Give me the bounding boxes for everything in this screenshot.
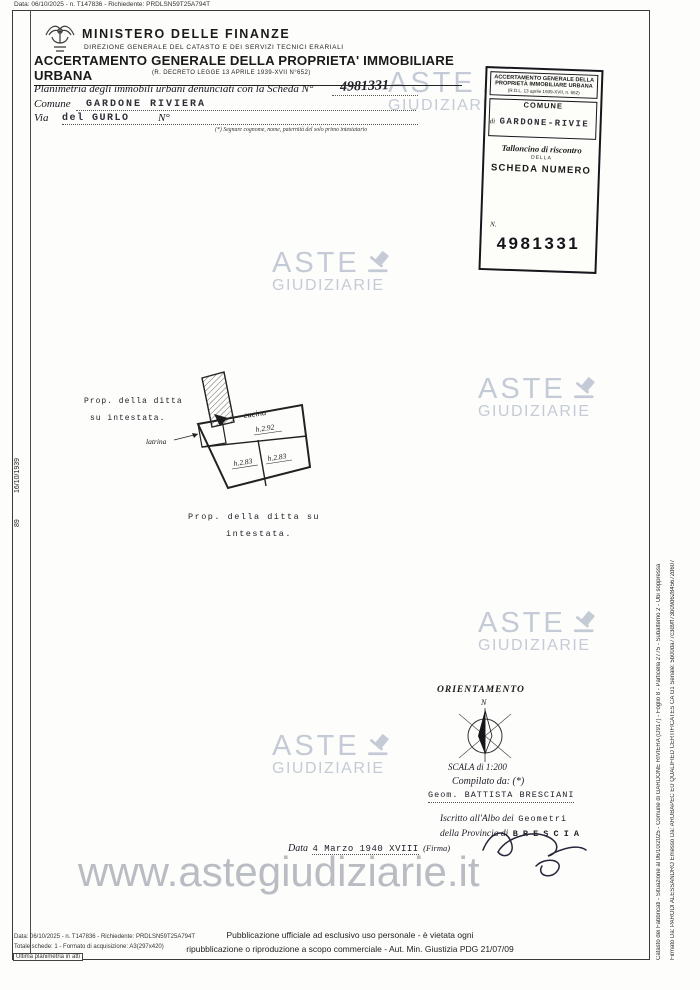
comune-value: GARDONE RIVIERA <box>86 99 207 110</box>
room-height-left: h.2.83 <box>233 456 253 468</box>
compass-rose: N <box>458 698 512 762</box>
scheda-number-value: 4981331 <box>339 78 390 95</box>
stamp-scheda-label: SCHEDA NUMERO <box>490 162 592 177</box>
latrina-arrowhead <box>192 433 198 438</box>
provincia-value: B R E S C I A <box>512 829 580 839</box>
document-subtitle: (R. DECRETO LEGGE 13 APRILE 1939-XVII N°… <box>152 70 311 76</box>
ministry-name: MINISTERO DELLE FINANZE <box>82 27 291 41</box>
stamp-comune-di: di <box>489 117 496 126</box>
scala-label: SCALA di 1:200 <box>448 762 507 772</box>
right-margin-text-2: Firmato Da: PARODI ALESSANDRO Emesso Da:… <box>670 559 676 960</box>
room-divider-wall <box>257 439 267 487</box>
compass-needle-dark <box>478 710 485 754</box>
left-margin-number: 89 <box>14 519 21 527</box>
provincia-label: della Provincia di <box>440 829 509 839</box>
data-label: Data <box>288 843 308 854</box>
prop-line: su intestata. <box>90 414 166 423</box>
underline <box>231 464 259 470</box>
watermark-giudiziarie-text: GIUDIZIARIE <box>478 637 591 654</box>
footer-line-1: Pubblicazione ufficiale ad esclusivo uso… <box>226 930 474 940</box>
footnote: (*) Segnare cognome, nome, paternità del… <box>215 127 368 133</box>
watermark-aste-text: ASTE <box>272 730 360 762</box>
bottom-meta-2: Totale schede: 1 - Formato di acquisizio… <box>14 944 164 950</box>
document-title: ACCERTAMENTO GENERALE DELLA PROPRIETA' I… <box>34 53 462 86</box>
bottom-meta-3: Ultima planimetria in atti <box>13 953 84 961</box>
via-n-label: N° <box>158 112 170 124</box>
right-margin-text-1: Catasto dei Fabbricati - Situazione al 0… <box>656 563 662 960</box>
watermark-giudiziarie-text: GIUDIZIARIE <box>478 403 591 420</box>
scheda-dotted-line <box>332 95 418 96</box>
watermark-giudiziarie-text: GIUDIZIARIE <box>272 760 385 777</box>
latrina-label: latrina <box>146 437 167 446</box>
cucina-label: cucina <box>243 407 267 420</box>
watermark-3: ASTE GIUDIZIARIE <box>478 373 602 421</box>
watermark-5: ASTE GIUDIZIARIE <box>272 730 396 778</box>
stamp-number: 4981331 <box>496 233 581 253</box>
room-height-right: h.2.83 <box>267 451 287 463</box>
compilato-label: Compilato da: (*) <box>452 776 525 787</box>
underline <box>265 459 293 465</box>
iscritto-label: Iscritto all'Albo dei <box>440 814 514 824</box>
watermark-2: ASTE GIUDIZIARIE <box>272 247 396 295</box>
internal-wall <box>201 435 308 448</box>
planimetria-label: Planimetria degli immobili urbani denunc… <box>34 83 314 95</box>
plan-outline <box>196 403 312 490</box>
watermark-giudiziarie-text: GIUDIZIARIE <box>272 277 385 294</box>
stamp-comune-value: GARDONE-RIVIERA <box>499 116 590 131</box>
latrina-room <box>197 419 227 448</box>
orientamento-label: ORIENTAMENTO <box>437 685 525 695</box>
url-watermark: www.astegiudiziarie.it <box>78 848 480 895</box>
direction-name: DIREZIONE GENERALE DEL CATASTO E DEI SER… <box>84 44 344 51</box>
document-frame <box>12 10 650 960</box>
stamp-comune-box: COMUNE di GARDONE-RIVIERA <box>488 98 598 140</box>
gavel-icon <box>573 611 595 633</box>
scan-top-meta: Data: 06/10/2025 - n. T147836 - Richiede… <box>14 1 211 8</box>
gavel-icon <box>573 377 595 399</box>
watermark-aste-text: ASTE <box>388 67 476 99</box>
prop-line: intestata. <box>226 529 293 539</box>
verification-stamp: ACCERTAMENTO GENERALE DELLA PROPRIETÀ IM… <box>478 66 604 274</box>
comune-dotted-line <box>76 110 416 111</box>
via-value: del GURLO <box>62 113 130 124</box>
ministry-emblem-icon <box>45 25 75 52</box>
data-value: 4 Marzo 1940 XVIII <box>312 844 419 855</box>
left-margin-divider <box>30 10 31 958</box>
prop-line: Prop. della ditta su <box>188 512 321 522</box>
geometra-name: Geom. BATTISTA BRESCIANI <box>428 790 575 803</box>
footer-line-2: ripubblicazione o riproduzione a scopo c… <box>186 944 514 954</box>
watermark-aste-text: ASTE <box>478 373 566 405</box>
north-label: N <box>480 698 487 707</box>
watermark-4: ASTE GIUDIZIARIE <box>478 607 602 655</box>
gavel-icon <box>367 734 389 756</box>
bottom-meta-1: Data: 06/10/2025 - n. T147836 - Richiede… <box>14 934 196 940</box>
watermark-aste-text: ASTE <box>272 247 360 279</box>
compass-needle-light <box>484 709 493 755</box>
iscritto-value: Geometri <box>518 814 568 824</box>
underline <box>253 430 283 436</box>
watermark-aste-text: ASTE <box>478 607 566 639</box>
signature-scribble <box>482 832 587 877</box>
firma-label: (Firma) <box>423 843 451 853</box>
prop-ditta-text-2: Prop. della ditta su intestata. <box>188 509 320 543</box>
door-mark <box>214 414 228 426</box>
stamp-header-box: ACCERTAMENTO GENERALE DELLA PROPRIETÀ IM… <box>489 71 599 99</box>
comune-label: Comune <box>34 98 71 110</box>
via-label: Via <box>34 112 49 124</box>
left-margin-date: 16/10/1939 <box>14 457 21 493</box>
gavel-icon <box>367 251 389 273</box>
via-dotted-line <box>62 124 418 125</box>
prop-ditta-text-1: Prop. della ditta su intestata. <box>84 393 183 427</box>
stairs-hatched-area <box>201 371 235 428</box>
stamp-n-label: N. <box>489 220 497 229</box>
watermark-giudiziarie-text: GIUDIZIARIE <box>388 97 501 114</box>
floorplan-drawing: latrina cucina h.2.92 h.2.83 h.2.83 <box>146 371 312 490</box>
prop-line: Prop. della ditta <box>84 397 183 406</box>
room-height-cucina: h.2.92 <box>255 422 275 434</box>
